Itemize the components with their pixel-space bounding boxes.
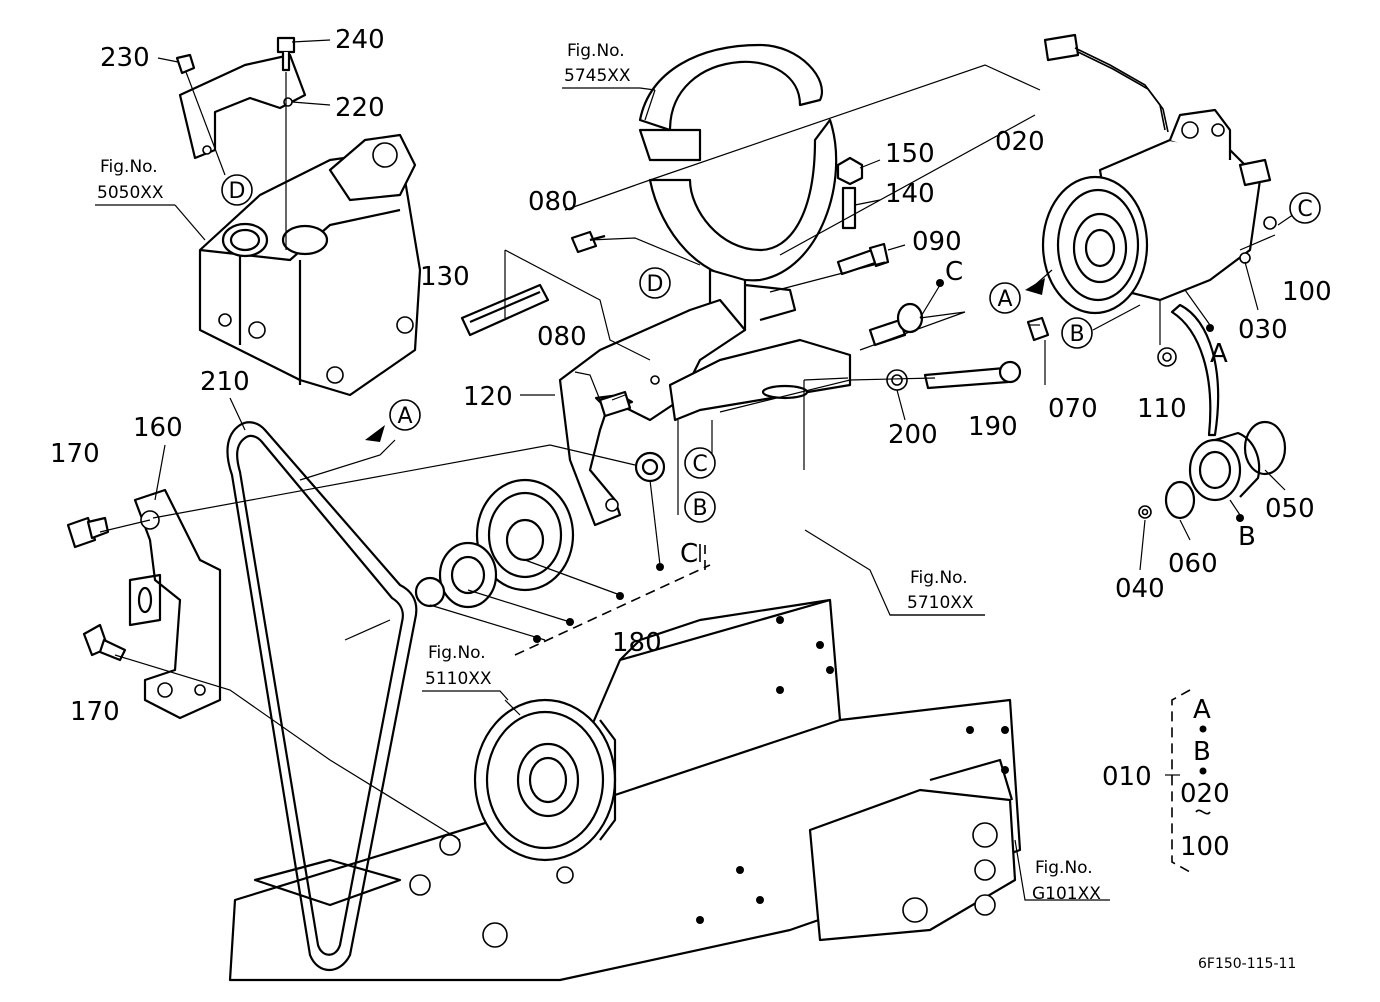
dashed-group-lines (514, 545, 711, 656)
idler-pulley-drawing (414, 451, 666, 609)
kit-bracket (1171, 689, 1211, 873)
part-label: 210 (200, 367, 250, 397)
circle-marker-d: D (221, 174, 253, 206)
circle-marker-letter: B (692, 496, 707, 521)
bracket-220-drawing (175, 36, 307, 250)
fig-ref-g101: Fig.No. G101XX (1032, 858, 1101, 904)
bolts-drawing (570, 156, 1022, 418)
part-label: 020 (995, 127, 1045, 157)
plain-letter: B (1238, 522, 1256, 552)
crank-pulley-drawing (473, 698, 617, 862)
part-label: 170 (70, 697, 120, 727)
v-belt-drawing (226, 421, 418, 971)
part-label: 030 (1238, 315, 1288, 345)
svg-text:G101XX: G101XX (1032, 884, 1101, 904)
circle-marker-letter: C (692, 452, 707, 477)
circle-marker-letter: D (647, 272, 664, 297)
circle-marker-a: A (389, 399, 421, 431)
circle-marker-d: D (639, 267, 671, 299)
part-label: 190 (968, 412, 1018, 442)
fig-ref-5745: Fig.No. 5745XX (562, 41, 656, 91)
part-label: 200 (888, 420, 938, 450)
kit-item: 100 (1180, 832, 1230, 862)
circle-marker-letter: C (1297, 197, 1312, 222)
part-label: 180 (612, 628, 662, 658)
svg-text:Fig.No.: Fig.No. (428, 643, 486, 663)
circle-marker-letter: D (229, 179, 246, 204)
part-label: 080 (528, 187, 578, 217)
part-label: 170 (50, 439, 100, 469)
compressor-drawing (1026, 33, 1277, 367)
part-label: 160 (133, 413, 183, 443)
part-label: 220 (335, 93, 385, 123)
circle-marker-b: B (1061, 317, 1093, 349)
part-label: 120 (463, 382, 513, 412)
part-label: 060 (1168, 549, 1218, 579)
leader-dots (365, 278, 1244, 643)
circle-marker-c: C (684, 447, 716, 479)
circle-marker-letter: A (997, 287, 1012, 312)
svg-text:5710XX: 5710XX (907, 593, 974, 613)
fig-ref-5710: Fig.No. 5710XX (890, 568, 985, 616)
fig-ref-5110: Fig.No. 5110XX (422, 643, 509, 701)
drawing-code: 6F150-115-11 (1198, 956, 1296, 972)
part-label: 050 (1265, 494, 1315, 524)
engine-block-drawing (198, 133, 422, 397)
circle-marker-a: A (989, 282, 1021, 314)
plain-letters: C A B C (680, 257, 1256, 569)
svg-text:5110XX: 5110XX (425, 669, 492, 689)
kit-item: A (1193, 695, 1211, 725)
part-label: 150 (885, 139, 935, 169)
leader-lines (99, 39, 1301, 901)
belt-guard-drawing (638, 43, 838, 332)
svg-text:Fig.No.: Fig.No. (100, 157, 158, 177)
kit-item: B (1193, 737, 1211, 767)
part-label: 090 (912, 227, 962, 257)
part-label: 130 (420, 262, 470, 292)
circle-marker-letter: A (397, 404, 412, 429)
figure-references: Fig.No. 5745XX Fig.No. 5050XX Fig.No. 57… (95, 41, 1101, 904)
part-labels: 230 240 220 020 150 080 140 090 100 030 … (50, 25, 1332, 792)
bracket-160-drawing (66, 488, 222, 720)
part-label: 010 (1102, 762, 1152, 792)
svg-text:5745XX: 5745XX (564, 66, 631, 86)
plain-letter: C (945, 257, 963, 287)
fig-ref-5050: Fig.No. 5050XX (95, 157, 175, 206)
svg-text:Fig.No.: Fig.No. (1035, 858, 1093, 878)
tractor-frame-drawing (228, 598, 1022, 982)
svg-text:5050XX: 5050XX (97, 183, 164, 203)
kit-list: A B 020 100 (1180, 695, 1230, 862)
part-label: 100 (1282, 277, 1332, 307)
svg-text:Fig.No.: Fig.No. (910, 568, 968, 588)
kit-item: 020 (1180, 779, 1230, 809)
part-label: 230 (100, 43, 150, 73)
part-label: 140 (885, 179, 935, 209)
part-label: 070 (1048, 394, 1098, 424)
circle-marker-c: C (1289, 192, 1321, 224)
svg-text:Fig.No.: Fig.No. (567, 41, 625, 61)
circle-marker-letter: B (1069, 322, 1084, 347)
clutch-parts-drawing (1138, 303, 1287, 520)
part-label: 110 (1137, 394, 1187, 424)
circle-markers: D D C C A B A B (221, 174, 1321, 523)
part-label: 040 (1115, 574, 1165, 604)
plain-letter: A (1210, 339, 1228, 369)
part-label: 080 (537, 322, 587, 352)
part-label: 240 (335, 25, 385, 55)
plain-letter: C (680, 539, 698, 569)
circle-marker-b: B (684, 491, 716, 523)
